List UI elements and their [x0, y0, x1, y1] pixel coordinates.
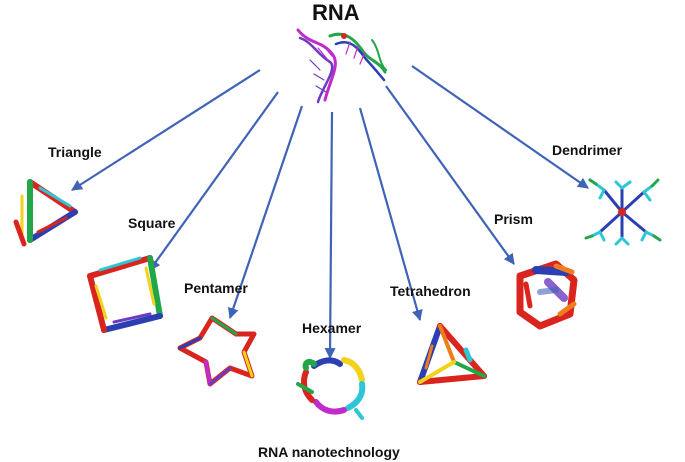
diagram-caption: RNA nanotechnology — [258, 444, 400, 460]
pentamer-structure-icon — [177, 315, 257, 387]
arrow-to-square — [149, 91, 279, 271]
arrow-to-tetrahedron — [358, 107, 423, 322]
label-dendrimer: Dendrimer — [552, 142, 623, 158]
dendrimer-structure-icon — [584, 178, 662, 246]
triangle-structure-icon — [13, 179, 78, 247]
tetrahedron-structure-icon — [417, 323, 487, 385]
hexamer-structure-icon — [296, 357, 366, 420]
label-pentamer: Pentamer — [184, 280, 248, 296]
label-tetrahedron: Tetrahedron — [390, 283, 471, 299]
label-hexamer: Hexamer — [302, 320, 362, 336]
prism-structure-icon — [516, 260, 578, 330]
arrow-to-hexamer — [324, 111, 336, 360]
arrow-to-triangle — [71, 69, 261, 191]
arrow-to-prism — [385, 85, 515, 265]
arrows — [71, 65, 589, 360]
diagram-title: RNA — [312, 0, 360, 25]
square-structure-icon — [87, 255, 163, 333]
arrow-to-pentamer — [227, 105, 304, 320]
label-triangle: Triangle — [48, 144, 102, 160]
structure-labels: Triangle Square Pentamer Hexamer Tetrahe… — [48, 142, 623, 336]
rna-molecule-icon — [296, 28, 387, 104]
label-prism: Prism — [494, 211, 533, 227]
arrow-to-dendrimer — [411, 65, 589, 189]
label-square: Square — [128, 215, 176, 231]
